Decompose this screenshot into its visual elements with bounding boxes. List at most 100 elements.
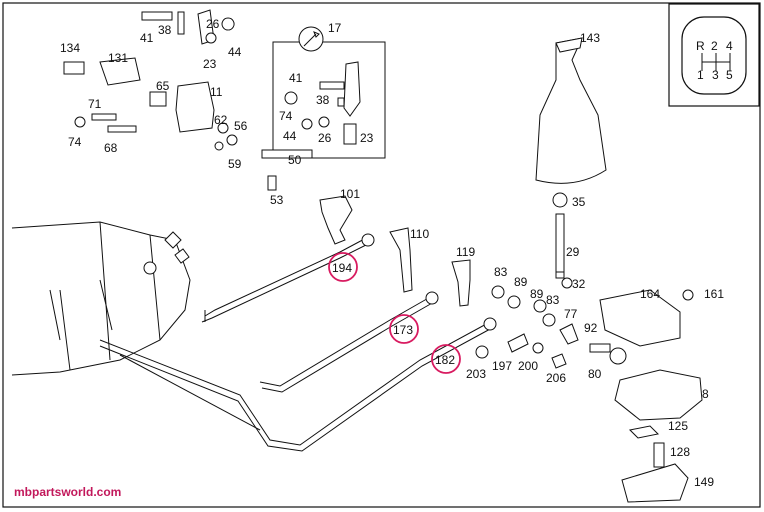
- bracket-131: [99, 57, 141, 86]
- callout-206: 206: [546, 371, 566, 385]
- callout-80: 80: [588, 367, 602, 381]
- shifter-bracket-164: [599, 289, 681, 347]
- callout-173: 173: [393, 323, 413, 337]
- callout-29: 29: [566, 245, 580, 259]
- callout-26-inset: 26: [318, 131, 332, 145]
- watermark-text: mbpartsworld.com: [14, 485, 122, 499]
- ring-44-b: [301, 118, 313, 130]
- gasket-149: [621, 463, 689, 503]
- shift-rod-173: [259, 295, 433, 387]
- callout-38: 38: [158, 23, 172, 37]
- gear-label-4: 4: [726, 39, 733, 53]
- washer-62: [217, 122, 229, 134]
- valve-block-11: [175, 81, 215, 133]
- washer-59: [214, 141, 224, 151]
- callout-38-inset: 38: [316, 93, 330, 107]
- lever-101: [319, 195, 353, 245]
- housing-ribs: [59, 221, 161, 371]
- clip-206: [551, 353, 567, 369]
- washer-83-b: [542, 313, 556, 327]
- callout-65: 65: [156, 79, 170, 93]
- highlight-194: [328, 252, 358, 282]
- ring-56: [226, 134, 238, 146]
- callout-44-inset: 44: [283, 129, 297, 143]
- shift-rod-182-b: [99, 327, 493, 452]
- rod-end-173: [425, 291, 439, 305]
- callout-35: 35: [572, 195, 586, 209]
- clip-74-a: [74, 116, 86, 128]
- shift-knob-outline: [681, 16, 747, 95]
- lever-end: [555, 272, 565, 279]
- lever-110: [389, 227, 413, 293]
- callout-68: 68: [104, 141, 118, 155]
- washer-83: [491, 285, 505, 299]
- callout-74-inset: 74: [279, 109, 293, 123]
- callout-77: 77: [564, 307, 578, 321]
- callout-17: 17: [328, 21, 342, 35]
- callout-197: 197: [492, 359, 512, 373]
- ring-74-b: [284, 91, 298, 105]
- shifter-housing-8: [614, 369, 703, 421]
- shaft-50: [261, 149, 313, 159]
- lever-inset: [343, 61, 361, 117]
- callout-194: 194: [332, 261, 352, 275]
- callout-8: 8: [702, 387, 709, 401]
- highlight-182: [431, 344, 461, 374]
- nut-32: [561, 277, 573, 289]
- callout-203: 203: [466, 367, 486, 381]
- callout-125: 125: [668, 419, 688, 433]
- sensor-134: [63, 61, 85, 75]
- nut-35: [552, 192, 568, 208]
- selector-arms: [49, 279, 113, 341]
- selector-shaft: [143, 261, 157, 275]
- callout-119: 119: [456, 245, 475, 259]
- shift-pattern-box: [668, 3, 760, 107]
- clip-89: [507, 295, 521, 309]
- callout-23: 23: [203, 57, 217, 71]
- transmission-housing: [11, 221, 191, 376]
- spring-23-b: [343, 123, 357, 145]
- callout-56: 56: [234, 119, 248, 133]
- selector-lever-1: [164, 231, 190, 264]
- shift-rod-182: [99, 321, 491, 446]
- pin-38-b: [337, 97, 345, 107]
- pin-38-a: [177, 11, 185, 35]
- gear-label-2: 2: [711, 39, 718, 53]
- callout-83: 83: [494, 265, 508, 279]
- callout-92: 92: [584, 321, 598, 335]
- washer-26-b: [318, 116, 330, 128]
- callout-11: 11: [210, 85, 223, 99]
- lever-119: [451, 259, 471, 307]
- callout-128: 128: [670, 445, 690, 459]
- gear-label-3: 3: [712, 68, 719, 82]
- bolt-161: [682, 289, 694, 301]
- bolt-68: [107, 125, 137, 133]
- callout-71: 71: [88, 97, 102, 111]
- bolt-128: [653, 442, 665, 468]
- gear-label-1: 1: [697, 68, 704, 82]
- callout-149: 149: [694, 475, 714, 489]
- callout-53: 53: [270, 193, 284, 207]
- callout-83-b: 83: [546, 293, 560, 307]
- callout-101: 101: [340, 187, 360, 201]
- pin-71: [91, 113, 117, 121]
- callout-59: 59: [228, 157, 242, 171]
- callout-26: 26: [206, 17, 220, 31]
- callout-41-inset: 41: [289, 71, 303, 85]
- shift-rod-173-b: [261, 301, 435, 393]
- callout-44: 44: [228, 45, 242, 59]
- wrench-icon: [303, 31, 320, 47]
- clip-89-b: [533, 299, 547, 313]
- shift-knob-top: [555, 37, 583, 53]
- callout-50: 50: [288, 153, 302, 167]
- callout-41: 41: [140, 31, 154, 45]
- callout-110: 110: [410, 227, 429, 241]
- rod-end-194: [361, 233, 375, 247]
- bracket-77: [559, 323, 579, 345]
- bushing-80: [609, 347, 627, 365]
- callout-161: 161: [704, 287, 724, 301]
- washer-200: [532, 342, 544, 354]
